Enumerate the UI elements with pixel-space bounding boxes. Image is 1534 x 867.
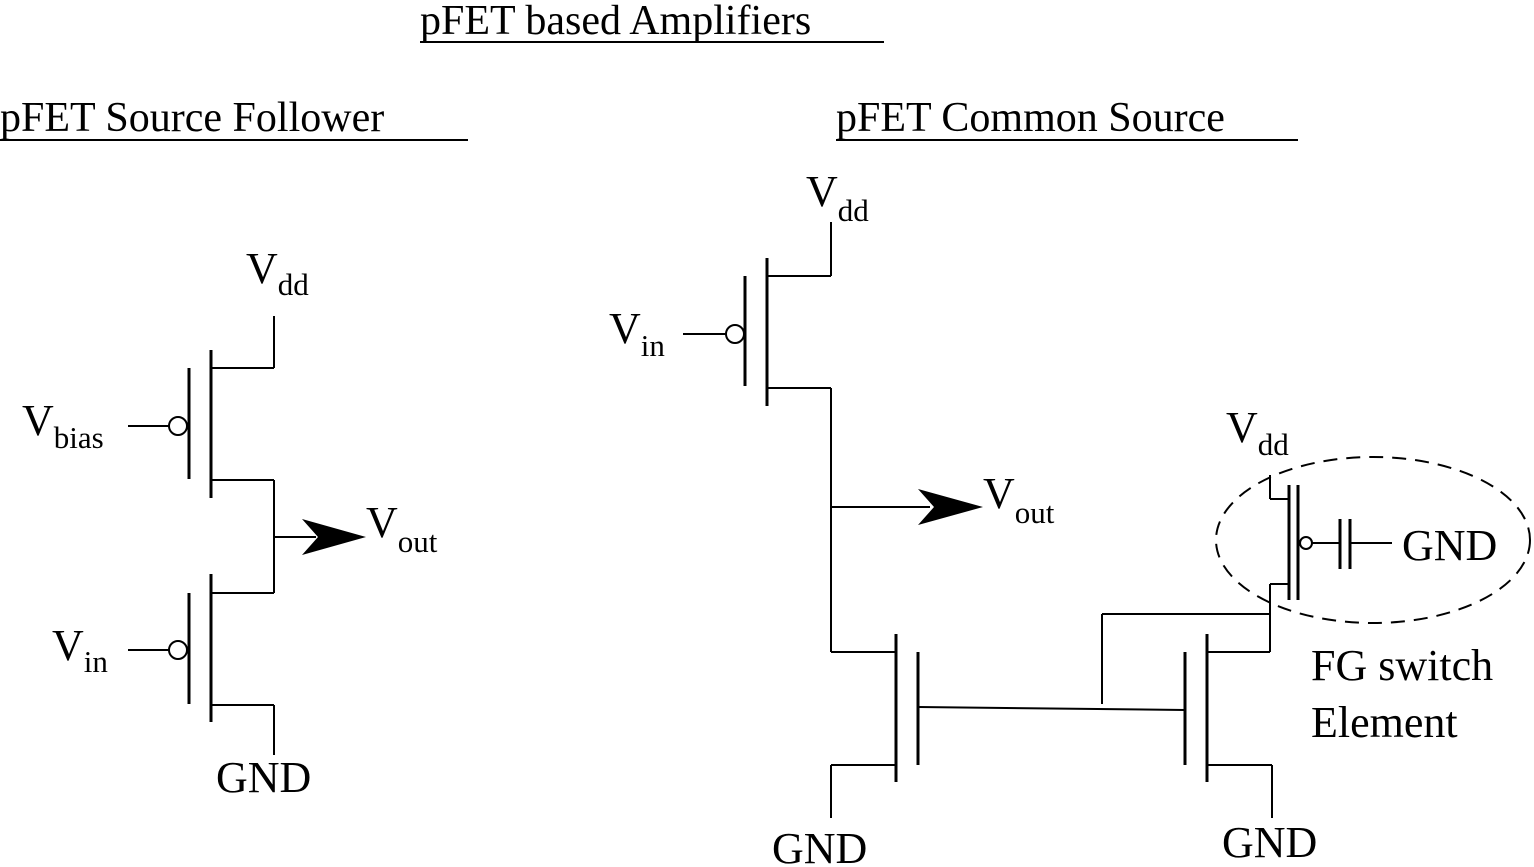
sf-vdd-label: Vdd xyxy=(246,244,309,302)
source-follower-circuit xyxy=(128,316,366,755)
sf-vbias-label: Vbias xyxy=(22,396,104,455)
cs-vdd-label: Vdd xyxy=(806,167,869,228)
fg-gate-bubble xyxy=(1299,536,1313,550)
sf-m2-gate-bubble xyxy=(168,640,188,660)
cs-m1-gate-bubble xyxy=(725,324,745,344)
sf-vout-label: Vout xyxy=(366,498,438,559)
fg-label-line2: Element xyxy=(1311,698,1458,747)
fg-label-line1: FG switch xyxy=(1311,641,1493,690)
cs-vout-arrow xyxy=(918,489,983,525)
fg-switch-outline xyxy=(1215,456,1531,624)
source-follower-heading: pFET Source Follower xyxy=(0,95,384,141)
fg-switch-element xyxy=(1215,456,1531,624)
sf-m1-gate-bubble xyxy=(168,416,188,436)
cs-gate-connection xyxy=(917,706,1186,711)
fg-vdd-label: Vdd xyxy=(1226,403,1289,462)
common-source-heading: pFET Common Source xyxy=(836,95,1225,141)
cs-vin-label: Vin xyxy=(609,304,665,363)
cs-gnd-left-label: GND xyxy=(772,824,867,867)
fg-gnd-label: GND xyxy=(1402,521,1497,570)
common-source-circuit xyxy=(683,222,1273,818)
sf-vout-arrow xyxy=(302,519,366,555)
cs-vout-label: Vout xyxy=(983,469,1055,530)
page-title: pFET based Amplifiers xyxy=(420,0,811,44)
cs-gnd-right-label: GND xyxy=(1222,818,1317,867)
sf-vin-label: Vin xyxy=(52,621,108,679)
sf-gnd-label: GND xyxy=(216,753,311,802)
